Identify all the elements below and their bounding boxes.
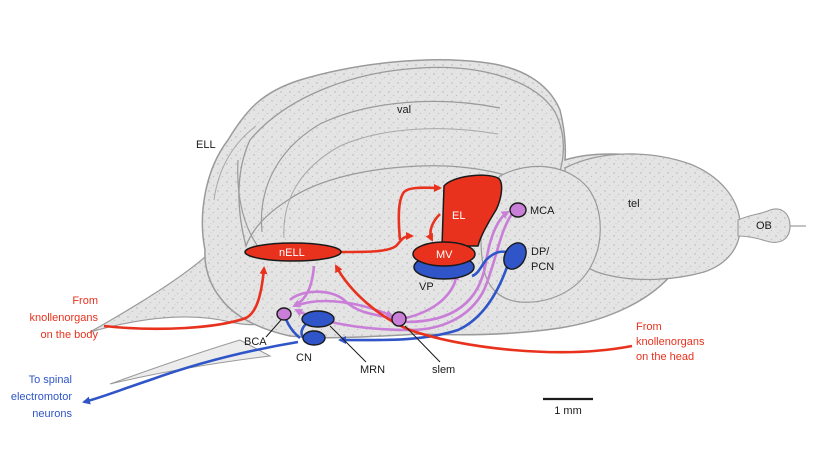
nucleus-mv (412, 241, 476, 267)
nucleus-slem (391, 311, 407, 327)
nucleus-mca (509, 202, 527, 218)
body-input-line-2: knollenorgans (30, 312, 99, 324)
valvula-fold-1 (260, 100, 501, 233)
region-label-val: val (397, 104, 411, 116)
label-cn: CN (296, 352, 312, 364)
head-input-label: From knollenorgans on the head (636, 321, 705, 363)
nucleus-dp-pcn (503, 242, 527, 270)
output-line-2: electromotor (11, 391, 72, 403)
valvula-fold-3 (237, 159, 263, 253)
valvula-fold-2 (283, 128, 499, 239)
label-nell: nELL (279, 247, 305, 259)
pathway-mv-to-el (397, 183, 442, 241)
label-mrn: MRN (360, 364, 385, 376)
label-el: EL (452, 210, 465, 222)
leader-lines (265, 319, 441, 363)
label-dp-pcn-line1: DP/ (531, 246, 550, 258)
body-input-line-1: From (72, 295, 98, 307)
spinal-cord (109, 339, 272, 385)
nuclei (244, 174, 527, 346)
scale-bar-label: 1 mm (554, 405, 582, 417)
nucleus-el (441, 174, 503, 247)
leader-bca (265, 319, 282, 338)
pathway-bca-loop (289, 290, 393, 320)
body-input-label: From knollenorgans on the body (30, 295, 99, 341)
pathway-slem-to-mv (405, 272, 460, 320)
pathway-dp-to-mrn (338, 257, 512, 345)
region-label-ell: ELL (196, 139, 216, 151)
label-dp-pcn-line2: PCN (531, 261, 554, 273)
label-slem: slem (432, 364, 455, 376)
label-bca: BCA (244, 336, 267, 348)
body-input-line-3: on the body (41, 329, 99, 341)
nucleus-nell (244, 242, 342, 262)
pathway-el-to-mv (425, 213, 441, 242)
pathway-nell-to-mv (339, 232, 414, 254)
violet-pathways (289, 210, 514, 332)
pathway-cn-to-spinal (82, 340, 299, 405)
nucleus-cn (302, 330, 326, 346)
nucleus-mrn (301, 310, 335, 328)
label-vp: VP (419, 281, 434, 293)
leader-mrn (329, 325, 367, 363)
spinal-output-label: To spinal electromotor neurons (11, 374, 73, 420)
pathway-body-to-nell (103, 266, 268, 331)
pathway-bca-to-slem (295, 299, 394, 318)
pathway-slem-to-mca (405, 210, 510, 324)
region-label-tel: tel (628, 198, 640, 210)
output-line-1: To spinal (29, 374, 72, 386)
label-mca: MCA (530, 205, 555, 217)
output-line-3: neurons (32, 408, 72, 420)
leader-slem (404, 325, 441, 363)
head-input-line-3: on the head (636, 351, 694, 363)
head-input-line-2: knollenorgans (636, 336, 705, 348)
red-pathways (103, 183, 633, 354)
label-mv: MV (436, 249, 453, 261)
pathway-mca-to-bca (294, 213, 514, 332)
ell-fold (213, 125, 257, 201)
head-input-line-1: From (636, 321, 662, 333)
region-label-ob: OB (756, 220, 772, 232)
nucleus-bca (276, 307, 292, 321)
pathway-head-to-nell (334, 264, 633, 354)
